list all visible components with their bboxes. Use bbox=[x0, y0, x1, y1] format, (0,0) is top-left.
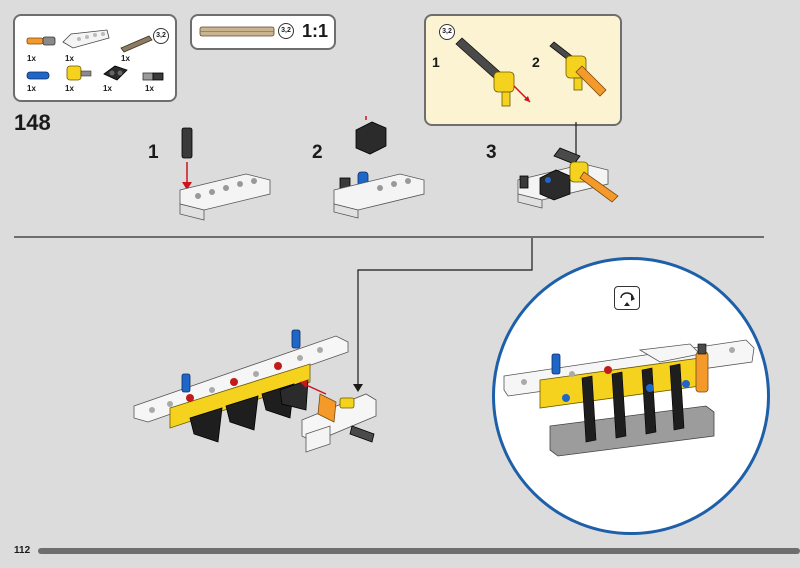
sub-assembly-callout: 3,2 1 2 bbox=[424, 14, 622, 126]
substep-3-illustration bbox=[517, 147, 619, 209]
substep-2-illustration bbox=[333, 116, 425, 219]
part-qty: 1x bbox=[145, 84, 154, 93]
axle-scale-icon bbox=[199, 26, 275, 37]
rotated-assembly-illustration bbox=[503, 339, 755, 457]
part-qty: 1x bbox=[65, 84, 74, 93]
progress-bar bbox=[38, 548, 800, 554]
part-qty: 1x bbox=[103, 84, 112, 93]
substep-3: 3 bbox=[486, 142, 497, 163]
scale-label: 1:1 bbox=[302, 21, 329, 41]
parts-list-box: 1x 1x 3,2 1x 1x 1x 1x 1x bbox=[13, 14, 177, 102]
black-connector-icon bbox=[103, 65, 128, 81]
axle-into-connector-illustration bbox=[455, 37, 531, 107]
blue-pin-icon bbox=[26, 71, 50, 80]
part-qty: 1x bbox=[27, 54, 36, 63]
main-assembly-illustration bbox=[133, 329, 377, 453]
part-qty: 1x bbox=[65, 54, 74, 63]
callout-step-1: 1 bbox=[432, 54, 440, 70]
tan-axle-icon bbox=[120, 35, 153, 53]
grey-pin-icon bbox=[142, 72, 164, 81]
step-number: 148 bbox=[14, 110, 51, 135]
length-badge: 3,2 bbox=[153, 28, 169, 44]
page-number: 112 bbox=[14, 545, 31, 556]
part-qty: 1x bbox=[27, 84, 36, 93]
step-connector-line bbox=[353, 238, 533, 392]
callout-step-2: 2 bbox=[532, 54, 540, 70]
connector-with-pin-illustration bbox=[549, 41, 607, 97]
rotate-model-icon bbox=[614, 286, 640, 310]
orange-axle-pin-icon bbox=[26, 36, 56, 46]
white-bent-beam-icon bbox=[62, 29, 110, 49]
part-qty: 1x bbox=[121, 54, 130, 63]
length-badge: 3,2 bbox=[439, 24, 455, 40]
yellow-connector-icon bbox=[66, 65, 92, 81]
scale-box: 3,2 1:1 bbox=[190, 14, 336, 50]
substep-1: 1 bbox=[148, 142, 159, 163]
length-badge: 3,2 bbox=[278, 23, 294, 39]
substep-1-illustration bbox=[179, 127, 271, 221]
substep-2: 2 bbox=[312, 142, 323, 163]
section-divider bbox=[14, 236, 764, 238]
